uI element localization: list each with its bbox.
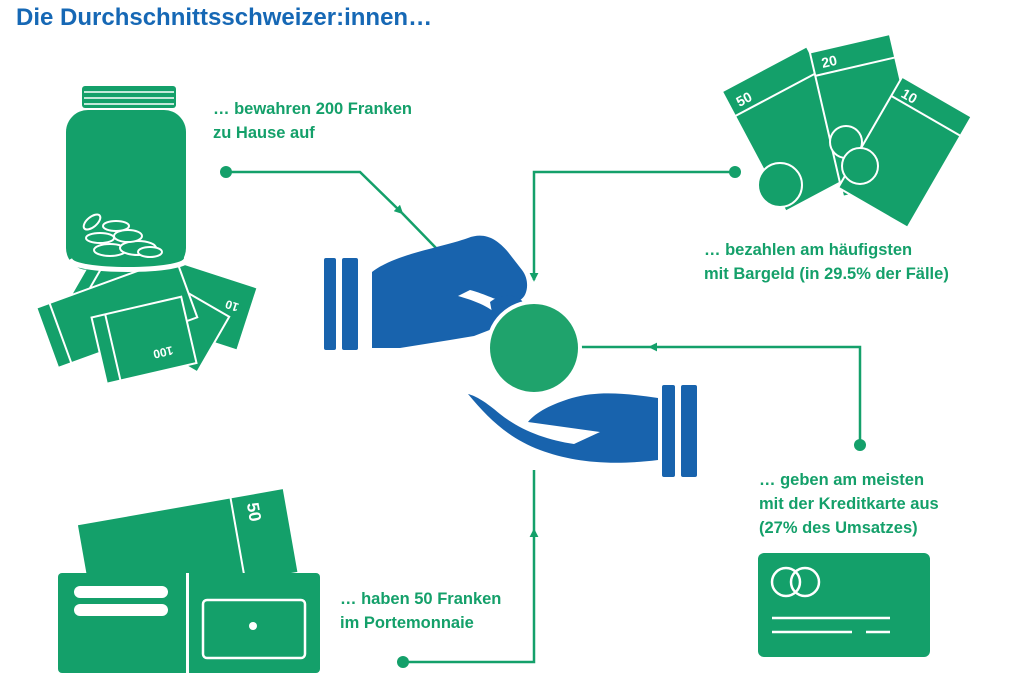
- flying-note-50-label: 50: [733, 88, 754, 110]
- caption-wallet-line-2: im Portemonnaie: [340, 614, 474, 632]
- coin-jar-icon: 10 20 50 100: [35, 86, 257, 385]
- banknotes-icon: 50 20 10: [720, 32, 973, 230]
- page-title: Die Durchschnittsschweizer:innen…: [16, 4, 433, 31]
- caption-wallet: … haben 50 Franken im Portemonnaie: [340, 587, 501, 635]
- flying-note-20-label: 20: [820, 52, 839, 71]
- caption-credit-line-1: … geben am meisten: [759, 471, 925, 489]
- caption-cash-line-1: … bezahlen am häufigsten: [704, 241, 913, 259]
- connector-home: [226, 170, 404, 215]
- connector-dot-credit: [854, 439, 866, 451]
- connector-dots: [220, 166, 866, 668]
- connector-dot-home: [220, 166, 232, 178]
- caption-credit: … geben am meisten mit der Kreditkarte a…: [759, 468, 939, 540]
- wallet-note-50-label: 50: [243, 501, 265, 523]
- caption-home-line-2: zu Hause auf: [213, 124, 315, 142]
- credit-card-icon: [758, 553, 930, 657]
- caption-cash: … bezahlen am häufigsten mit Bargeld (in…: [704, 238, 949, 286]
- wallet-icon: 50: [58, 486, 320, 673]
- connector-lines: [226, 170, 862, 664]
- connector-dot-cash: [729, 166, 741, 178]
- caption-wallet-line-1: … haben 50 Franken: [340, 590, 502, 608]
- connector-wallet: [403, 528, 539, 664]
- coin-icon: [486, 300, 582, 396]
- connector-dot-wallet: [397, 656, 409, 668]
- connector-credit: [648, 342, 862, 445]
- caption-home-line-1: … bewahren 200 Franken: [213, 100, 412, 118]
- caption-cash-line-2: mit Bargeld (in 29.5% der Fälle): [704, 265, 949, 283]
- caption-credit-line-2: mit der Kreditkarte aus: [759, 495, 939, 513]
- jar-note-100-label: 100: [152, 343, 175, 361]
- caption-credit-line-3: (27% des Umsatzes): [759, 519, 918, 537]
- caption-home: … bewahren 200 Franken zu Hause auf: [213, 97, 412, 145]
- jar-note-10-label: 10: [223, 297, 240, 315]
- connector-cash: [529, 170, 735, 282]
- receiving-hand-icon: [468, 385, 697, 477]
- flying-note-10-label: 10: [899, 85, 921, 107]
